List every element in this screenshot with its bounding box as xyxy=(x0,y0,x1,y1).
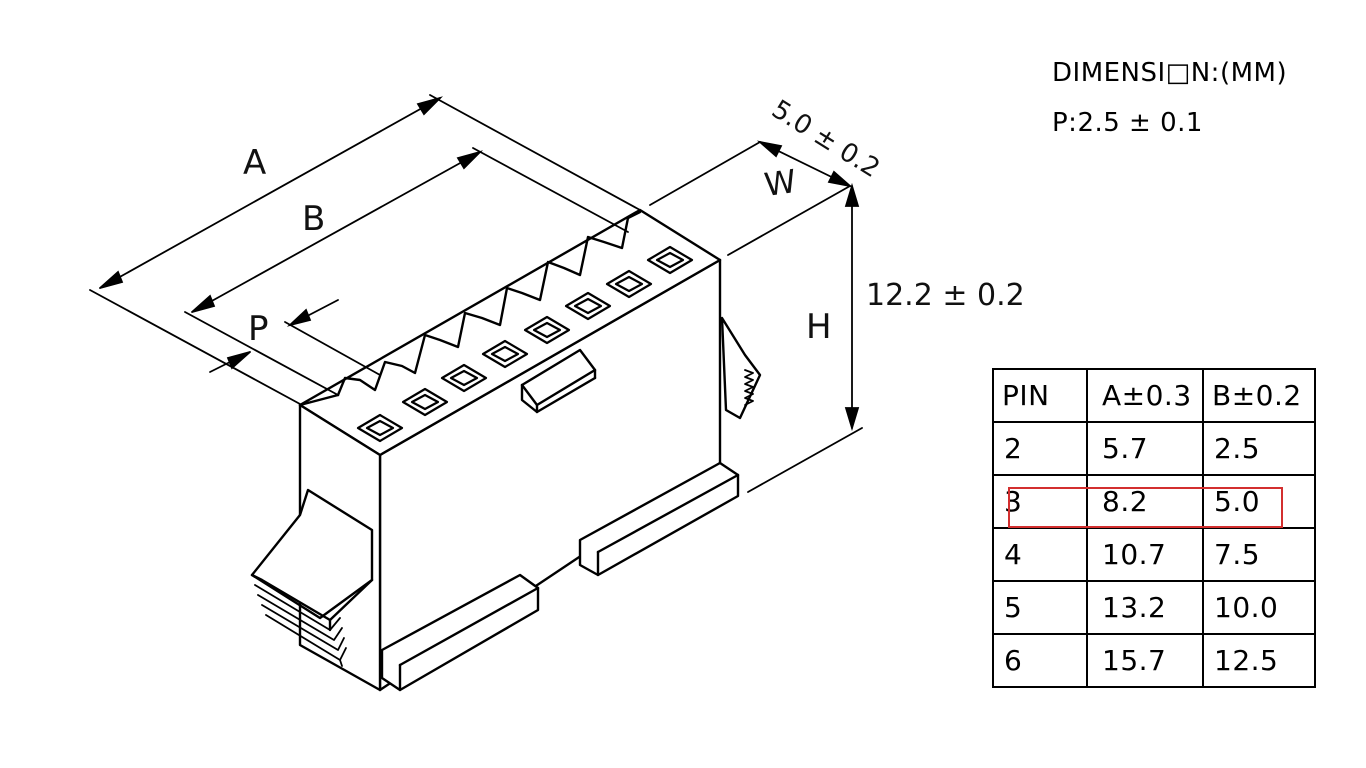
dim-label-p: P xyxy=(248,309,269,349)
housing-serrated-wall xyxy=(336,210,642,397)
table-cell-a: 5.7 xyxy=(1086,421,1204,476)
table-cell-b: 7.5 xyxy=(1202,527,1316,582)
table-cell-a: 13.2 xyxy=(1086,580,1204,635)
table-row: 5 13.2 10.0 xyxy=(992,580,1316,635)
table-row: 6 15.7 12.5 xyxy=(992,633,1316,688)
table-cell-a: 10.7 xyxy=(1086,527,1204,582)
column-header-b: B±0.2 xyxy=(1202,368,1316,423)
row-highlight-box xyxy=(1008,487,1283,528)
dim-label-b: B xyxy=(302,199,325,239)
table-cell-pin: 2 xyxy=(992,421,1088,476)
table-cell-b: 12.5 xyxy=(1202,633,1316,688)
dimension-lines xyxy=(89,94,863,493)
column-header-a: A±0.3 xyxy=(1086,368,1204,423)
table-row: 4 10.7 7.5 xyxy=(992,527,1316,582)
dim-label-w: W xyxy=(762,162,799,204)
polarizing-key xyxy=(520,348,597,414)
left-latch xyxy=(250,488,374,667)
table-cell-b: 10.0 xyxy=(1202,580,1316,635)
dimension-unit-note: DIMENSI□N:(MM) xyxy=(1052,58,1288,88)
pitch-note: P:2.5 ± 0.1 xyxy=(1052,108,1203,138)
table-header-row: PIN A±0.3 B±0.2 xyxy=(992,368,1316,423)
pin-cavities xyxy=(356,245,694,443)
table-cell-b: 2.5 xyxy=(1202,421,1316,476)
dim-label-a: A xyxy=(243,143,266,183)
right-latch xyxy=(720,316,762,420)
table-cell-pin: 5 xyxy=(992,580,1088,635)
table-row: 3 8.2 5.0 xyxy=(992,474,1316,529)
table-cell-b: 5.0 xyxy=(1202,474,1316,529)
table-cell-pin: 4 xyxy=(992,527,1088,582)
table-row: 2 5.7 2.5 xyxy=(992,421,1316,476)
table-cell-pin: 6 xyxy=(992,633,1088,688)
dimension-notes: DIMENSI□N:(MM) P:2.5 ± 0.1 xyxy=(1052,48,1287,148)
bottom-rails xyxy=(380,461,740,692)
table-cell-a: 15.7 xyxy=(1086,633,1204,688)
dim-label-h: H xyxy=(806,307,832,347)
column-header-pin: PIN xyxy=(992,368,1088,423)
height-dimension-text: 12.2 ± 0.2 xyxy=(866,278,1025,313)
pin-dimension-table: PIN A±0.3 B±0.2 2 5.7 2.5 3 8.2 5.0 4 10… xyxy=(992,368,1316,688)
